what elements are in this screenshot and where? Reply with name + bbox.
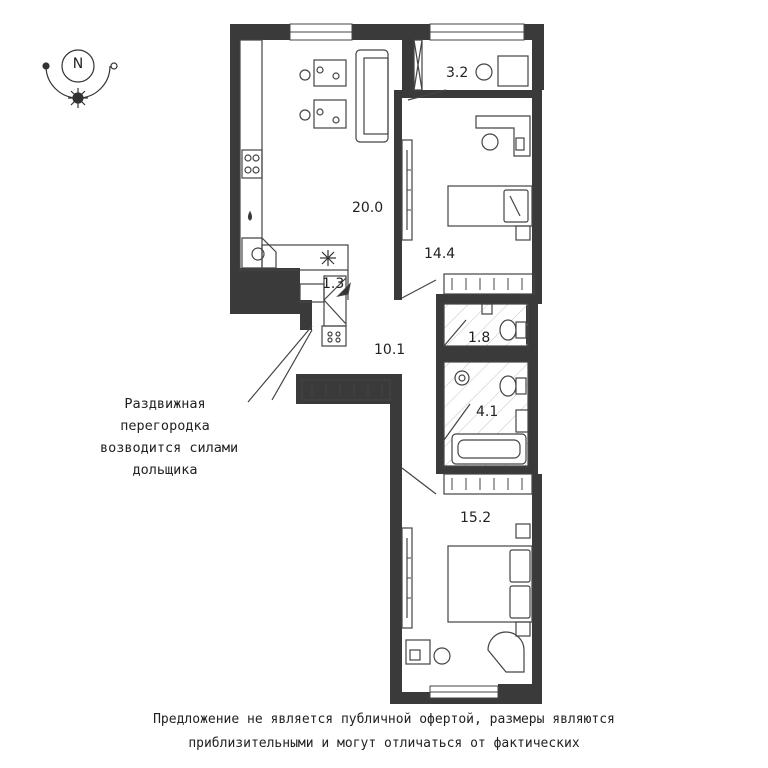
partition-note: Раздвижная перегородка возводится силами… [100,393,239,481]
room-area-wc: 1.8 [468,330,491,346]
windows [289,23,525,699]
room-area-bedroom-1: 14.4 [424,246,456,262]
wardrobe-hangers [311,169,523,599]
room-area-bedroom-2: 15.2 [460,510,492,526]
compass-north-label: N [72,56,84,72]
room-area-bathroom: 4.1 [476,404,499,420]
room-area-hallway: 10.1 [374,342,406,358]
walls [230,24,544,704]
disclaimer-line-1: Предложение не является публичной оферто… [153,712,615,727]
partition-note-line: Раздвижная [124,396,206,412]
sun-icon [68,88,88,108]
room-area-balcony: 3.2 [446,65,469,81]
partition-note-line: перегородка [120,418,210,434]
room-area-kitchen-living: 20.0 [352,200,384,216]
partition-note-line: дольщика [132,462,198,478]
disclaimer-line-2: приблизительными и могут отличаться от ф… [188,736,580,751]
room-area-storage: 1.3 [322,276,345,292]
inner-lines [239,39,535,673]
partition-note-line: возводится силами [100,440,239,456]
